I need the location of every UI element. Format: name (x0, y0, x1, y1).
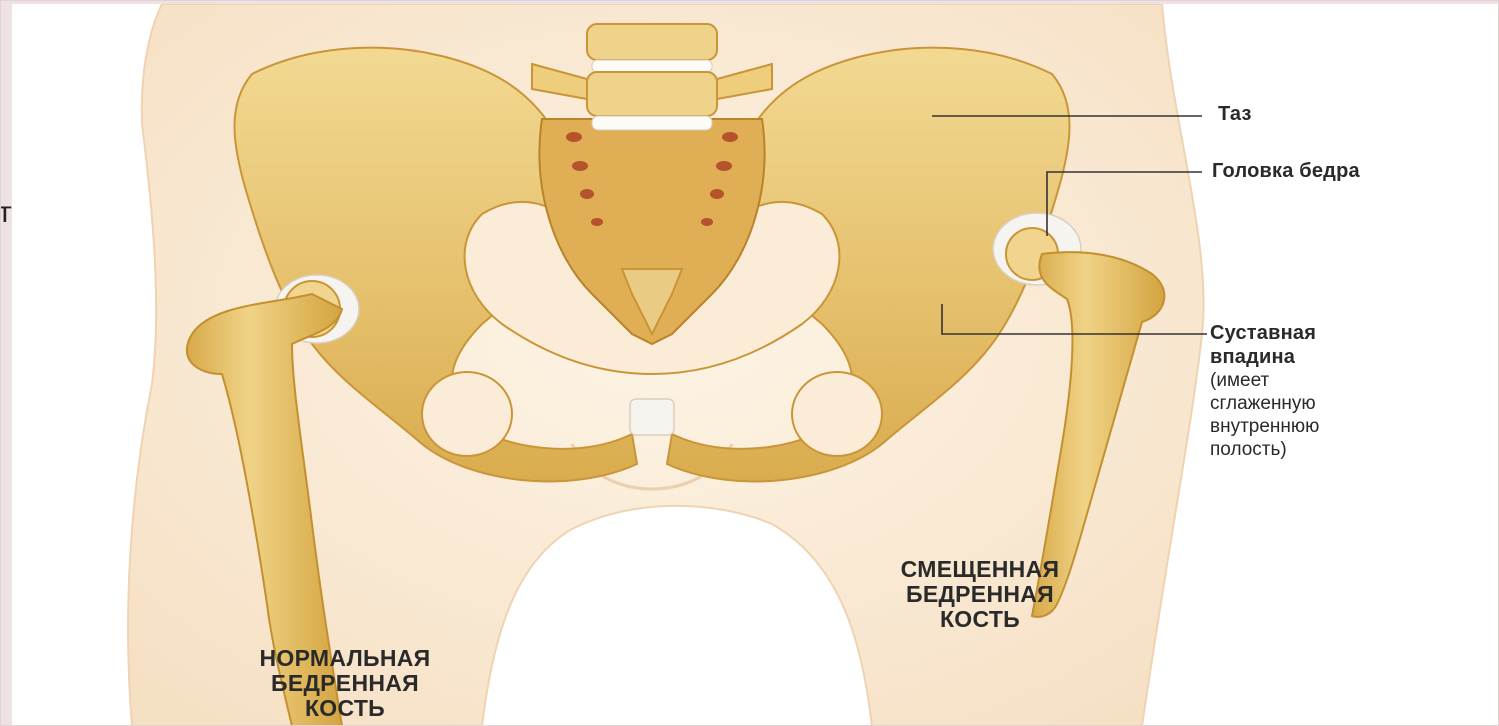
cropped-text-fragment: т (0, 198, 12, 228)
left-obturator-foramen (422, 372, 512, 456)
caption-normal-line-2: БЕДРЕННАЯ (205, 671, 485, 696)
label-acetabulum-title-1: Суставная (1210, 322, 1316, 345)
right-obturator-foramen (792, 372, 882, 456)
label-acetabulum-note-2: сглаженную (1210, 393, 1316, 415)
caption-displaced-line-3: КОСТЬ (840, 607, 1120, 632)
label-acetabulum-note-4: полость) (1210, 439, 1287, 461)
label-acetabulum-title-2: впадина (1210, 346, 1295, 369)
caption-displaced-line-2: БЕДРЕННАЯ (840, 582, 1120, 607)
caption-normal-line-3: КОСТЬ (205, 696, 485, 721)
label-acetabulum-note-3: внутреннюю (1210, 416, 1319, 438)
caption-displaced-line-1: СМЕЩЕННАЯ (840, 557, 1120, 582)
label-femoral-head: Головка бедра (1212, 160, 1360, 183)
label-acetabulum-note-1: (имеет (1210, 370, 1269, 392)
caption-normal-line-1: НОРМАЛЬНАЯ (205, 646, 485, 671)
label-pelvis: Таз (1218, 103, 1252, 126)
pubic-symphysis (630, 399, 674, 435)
caption-normal-femur: НОРМАЛЬНАЯ БЕДРЕННАЯ КОСТЬ (205, 646, 485, 721)
caption-displaced-femur: СМЕЩЕННАЯ БЕДРЕННАЯ КОСТЬ (840, 557, 1120, 632)
